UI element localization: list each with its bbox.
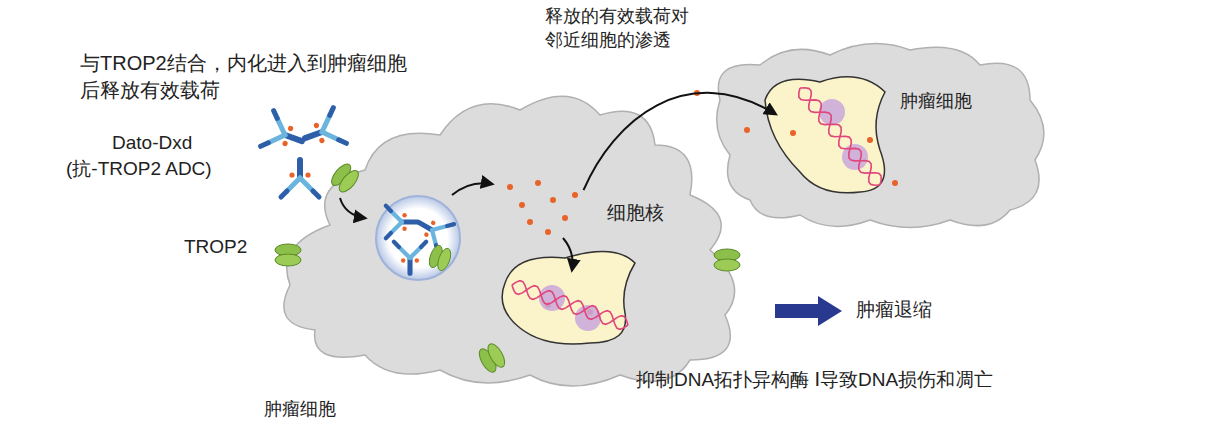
node-label: 肿瘤细胞: [264, 398, 336, 421]
tumor-cell: 肿瘤细胞细胞核: [270, 75, 745, 395]
annotation-text: TROP2: [184, 235, 247, 260]
dna-chromatin: [512, 281, 628, 331]
penetration-arrow: [584, 93, 776, 190]
dna-chromatin: [799, 88, 881, 185]
dna-strand: [512, 281, 628, 330]
payload-dot: [507, 90, 898, 315]
annotation-text: 肿瘤退缩: [856, 298, 932, 323]
tumor-cell-outline: [710, 40, 1055, 235]
annotation-text: 抑制DNA拓扑异构酶 Ⅰ导致DNA损伤和凋亡: [636, 368, 993, 393]
tumor-cell: 肿瘤细胞: [710, 40, 1055, 235]
nucleus-arrow: [563, 238, 573, 270]
tumor-cell-outline: [270, 75, 745, 395]
release-arrow: [452, 183, 492, 195]
endosome: [376, 196, 460, 280]
annotation-text: 与TROP2结合，内化进入到肿瘤细胞后释放有效载荷: [80, 50, 425, 104]
dna-strand: [512, 285, 628, 325]
node-label: 肿瘤细胞: [900, 90, 972, 113]
dna-strand: [799, 88, 881, 185]
annotation-text: (抗-TROP2 ADC): [66, 157, 212, 182]
adc-antibody: [261, 108, 347, 197]
annotation-text: Dato-Dxd: [112, 131, 192, 156]
dna-strand: [800, 88, 880, 185]
trop2-receptor: [275, 161, 740, 375]
result-arrow: [775, 296, 842, 326]
cell-nucleus-outline: [495, 243, 640, 348]
entry-arrow: [340, 198, 365, 218]
node-label: 细胞核: [607, 201, 664, 226]
cell-nucleus: 细胞核: [495, 243, 640, 348]
edge-label: 释放的有效载荷对邻近细胞的渗透: [545, 4, 695, 53]
